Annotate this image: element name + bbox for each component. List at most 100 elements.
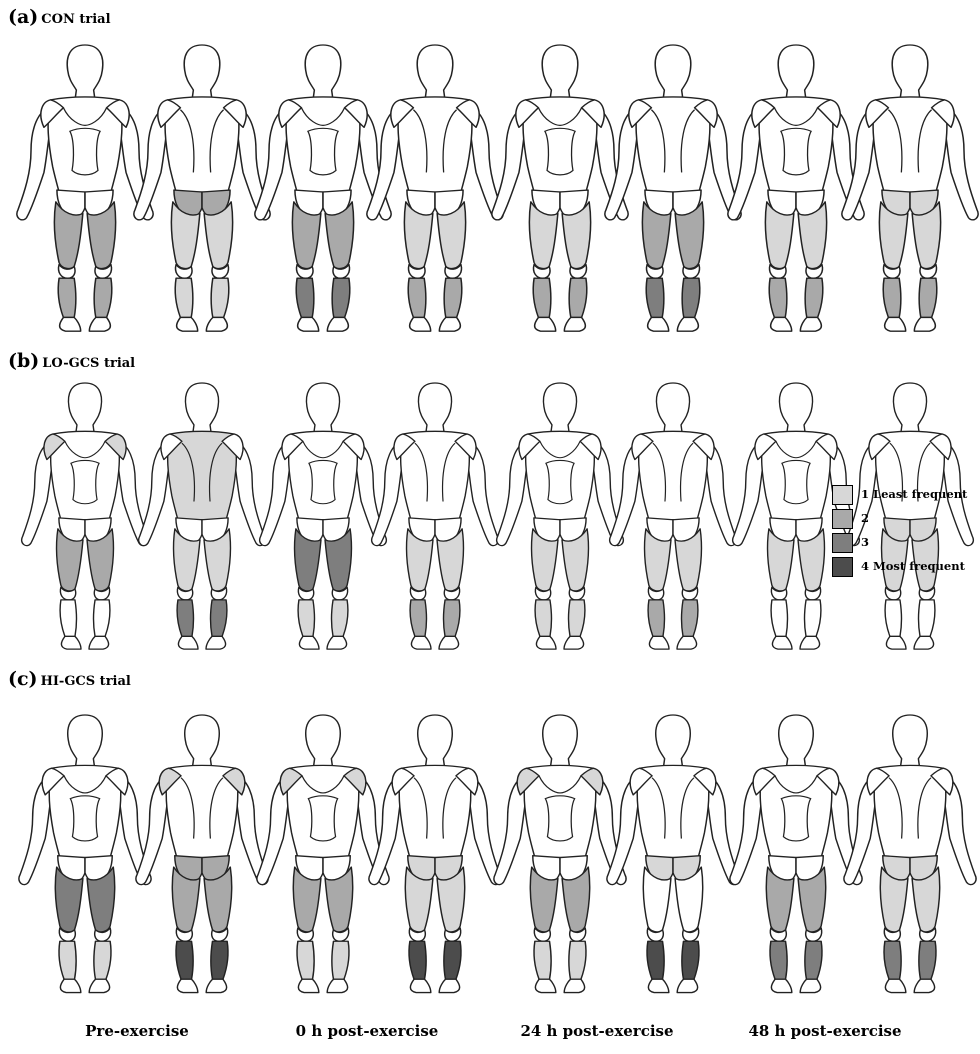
body-figure-b-5-front: [497, 383, 624, 649]
frequency-legend: 1 Least frequent 2 3 4 Most frequent: [830, 483, 978, 579]
head-region: [67, 45, 103, 98]
right-lower-leg-region: [919, 278, 937, 317]
body-figure-b-2-back: [139, 383, 266, 649]
right-lower-leg-region: [919, 600, 935, 636]
time-label-48h: 48 h post-exercise: [715, 1022, 935, 1040]
right-foot-region: [677, 979, 697, 992]
left-lower-leg-region: [534, 941, 551, 979]
body-figure-a-8-back: [842, 45, 978, 331]
head-region: [306, 715, 341, 766]
right-foot-region: [206, 979, 226, 992]
left-lower-leg-region: [175, 278, 193, 317]
right-lower-leg-region: [444, 941, 461, 979]
legend-label-2: 2: [861, 511, 869, 525]
right-foot-region: [914, 317, 935, 331]
body-figure-c-6-back: [607, 715, 739, 993]
panel-c-letter: (c): [8, 668, 38, 690]
right-foot-region: [327, 317, 348, 331]
panel-b-letter: (b): [8, 350, 39, 372]
legend-label-3: 3: [861, 535, 869, 549]
left-lower-leg-region: [648, 600, 664, 636]
head-region: [184, 45, 220, 98]
left-foot-region: [536, 636, 556, 649]
left-lower-leg-region: [296, 278, 314, 317]
left-foot-region: [60, 317, 81, 331]
left-lower-leg-region: [60, 600, 76, 636]
left-foot-region: [772, 636, 792, 649]
left-foot-region: [410, 979, 430, 992]
right-lower-leg-region: [805, 278, 823, 317]
head-region: [893, 383, 926, 432]
head-region: [306, 383, 339, 432]
right-foot-region: [564, 979, 584, 992]
right-lower-leg-region: [94, 941, 111, 979]
legend-item-4: 4 Most frequent: [830, 555, 978, 579]
right-foot-region: [914, 979, 934, 992]
right-lower-leg-region: [444, 278, 462, 317]
head-region: [305, 45, 341, 98]
legend-item-1: 1 Least frequent: [830, 483, 978, 507]
right-foot-region: [89, 636, 109, 649]
left-foot-region: [178, 636, 198, 649]
body-figure-c-3-front: [257, 715, 389, 993]
panel-a-title: CON trial: [41, 12, 110, 27]
right-foot-region: [564, 317, 585, 331]
left-foot-region: [885, 317, 906, 331]
left-foot-region: [60, 979, 80, 992]
body-figure-a-2-back: [134, 45, 270, 331]
right-foot-region: [206, 636, 226, 649]
head-region: [656, 383, 689, 432]
panel-b-label: (b)LO-GCS trial: [8, 350, 135, 372]
body-figure-c-5-front: [494, 715, 626, 993]
legend-swatch-2: [832, 509, 853, 529]
head-region: [418, 715, 453, 766]
body-figure-c-4-back: [369, 715, 501, 993]
left-foot-region: [886, 636, 906, 649]
left-foot-region: [648, 317, 669, 331]
legend-item-2: 2: [830, 507, 978, 531]
head-region: [543, 715, 578, 766]
left-foot-region: [648, 979, 668, 992]
right-foot-region: [800, 979, 820, 992]
left-lower-leg-region: [297, 941, 314, 979]
right-lower-leg-region: [94, 600, 110, 636]
body-figure-b-4-back: [372, 383, 499, 649]
right-foot-region: [439, 979, 459, 992]
right-lower-leg-region: [805, 600, 821, 636]
panel-b-title: LO-GCS trial: [42, 356, 135, 371]
panel-a-label: (a)CON trial: [8, 6, 111, 28]
left-lower-leg-region: [769, 278, 787, 317]
body-figure-b-6-back: [610, 383, 737, 649]
right-lower-leg-region: [211, 278, 229, 317]
right-lower-leg-region: [682, 600, 698, 636]
right-lower-leg-region: [332, 600, 348, 636]
left-foot-region: [535, 317, 556, 331]
right-foot-region: [206, 317, 227, 331]
right-foot-region: [914, 636, 934, 649]
body-figure-a-6-back: [605, 45, 741, 331]
time-label-0h: 0 h post-exercise: [257, 1022, 477, 1040]
time-label-24h: 24 h post-exercise: [487, 1022, 707, 1040]
head-region: [68, 383, 101, 432]
body-figure-a-3-front: [255, 45, 391, 331]
left-foot-region: [649, 636, 669, 649]
right-foot-region: [677, 636, 697, 649]
head-region: [543, 383, 576, 432]
left-lower-leg-region: [647, 941, 664, 979]
left-lower-leg-region: [298, 600, 314, 636]
right-foot-region: [89, 979, 109, 992]
body-figure-b-3-front: [260, 383, 387, 649]
head-region: [542, 45, 578, 98]
right-foot-region: [439, 636, 459, 649]
left-foot-region: [771, 317, 792, 331]
right-lower-leg-region: [444, 600, 460, 636]
body-figure-a-1-front: [17, 45, 153, 331]
body-figure-b-1-front: [22, 383, 149, 649]
left-lower-leg-region: [410, 600, 426, 636]
head-region: [185, 715, 220, 766]
left-lower-leg-region: [177, 600, 193, 636]
right-foot-region: [89, 317, 110, 331]
right-lower-leg-region: [569, 941, 586, 979]
right-lower-leg-region: [682, 941, 699, 979]
